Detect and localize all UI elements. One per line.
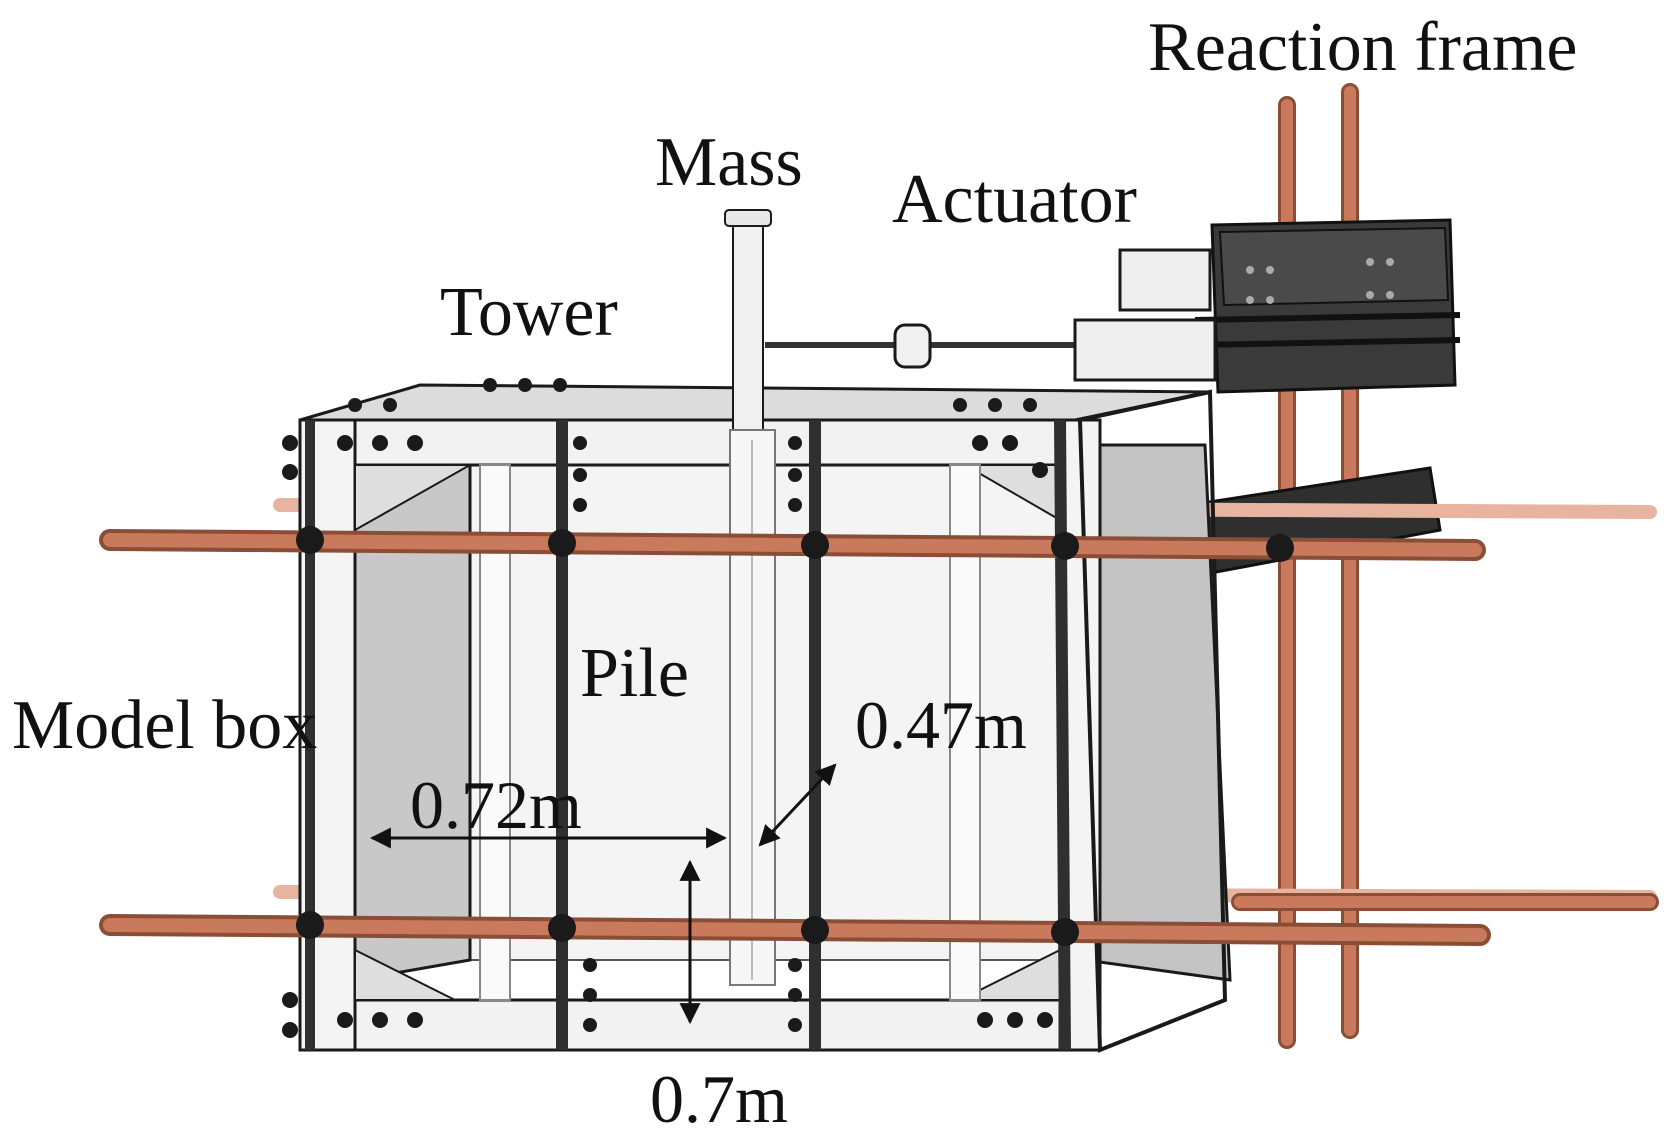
- depth-arrow: [758, 763, 837, 847]
- depth-dimension-label: 0.47m: [855, 687, 1027, 763]
- pile-label: Pile: [580, 635, 689, 712]
- actuator: [765, 248, 1217, 382]
- front-rods: [99, 526, 1659, 946]
- height-dimension-label: 0.7m: [650, 1061, 788, 1134]
- actuator-label: Actuator: [892, 161, 1137, 238]
- reaction-frame: [1188, 83, 1461, 1049]
- tower-label: Tower: [440, 274, 618, 351]
- reaction-frame-label: Reaction frame: [1148, 9, 1578, 86]
- width-dimension-label: 0.72m: [410, 767, 582, 843]
- model-box-label: Model box: [12, 687, 317, 764]
- mass-label: Mass: [655, 124, 803, 201]
- dimension-arrows: [369, 763, 837, 1025]
- labels: Reaction frame Mass Actuator Tower Pile …: [12, 9, 1578, 1134]
- pile-tower: [724, 209, 776, 986]
